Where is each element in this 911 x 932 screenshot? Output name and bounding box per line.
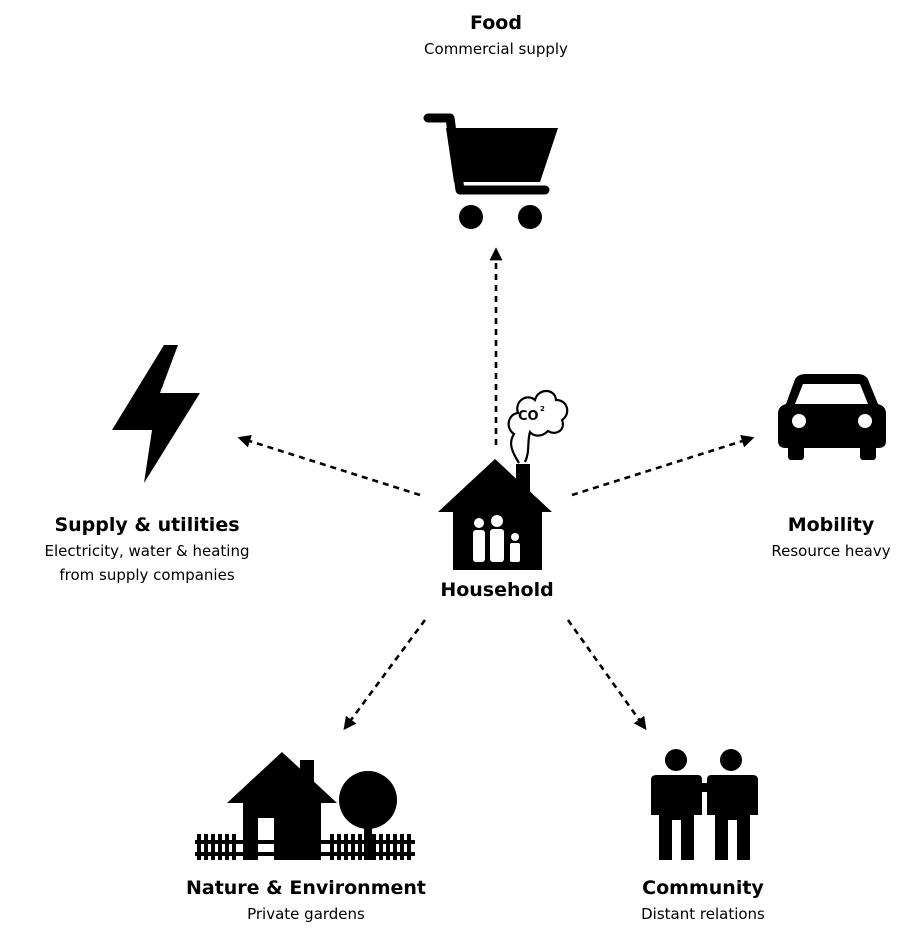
fence-picket [400,834,404,860]
supply-subtitle-line1: Electricity, water & heating [44,542,249,560]
fence-picket [211,834,215,860]
two-people-icon [651,749,758,860]
house-garden-tree-icon [195,752,415,860]
co2-subscript: 2 [540,405,545,413]
fence-pickets [197,834,411,860]
food-subtitle: Commercial supply [424,40,568,58]
fence-picket [344,834,348,860]
fence-picket [393,834,397,860]
fence-picket [218,834,222,860]
co2-label: CO [518,409,539,424]
fence-picket [379,834,383,860]
mobility-title: Mobility [788,514,875,536]
fence-picket [358,834,362,860]
household-title: Household [440,579,553,601]
supply-title: Supply & utilities [54,514,239,536]
fence-picket [365,834,369,860]
community-title: Community [642,877,764,899]
supply-subtitle-line2: from supply companies [59,566,235,584]
house-family-icon [438,459,552,570]
community-node: Community Distant relations [641,749,765,923]
food-title: Food [470,12,522,34]
mobility-subtitle: Resource heavy [771,542,890,560]
smoke-cloud-icon: CO 2 [507,389,569,464]
fence-picket [204,834,208,860]
fence-picket [197,834,201,860]
shopping-cart-icon [423,113,558,229]
arrow-to-supply [237,434,421,497]
nature-title: Nature & Environment [186,877,426,899]
arrow-to-nature [343,619,427,731]
car-icon [778,374,886,460]
supply-node: Supply & utilities Electricity, water & … [44,345,250,584]
mobility-node: Mobility Resource heavy [771,374,891,560]
fence-picket [225,834,229,860]
lightning-bolt-icon [112,345,200,483]
arrow-to-community [566,619,647,731]
fence-picket [372,834,376,860]
fence-icon [195,840,415,856]
fence-picket [351,834,355,860]
nature-node: Nature & Environment Private gardens [186,752,426,923]
fence-picket [330,834,334,860]
fence-picket [386,834,390,860]
arrow-to-mobility [571,434,755,497]
fence-picket [407,834,411,860]
food-node: Food Commercial supply [423,12,568,229]
fence-picket [337,834,341,860]
fence-picket [232,834,236,860]
nature-subtitle: Private gardens [247,905,365,923]
household-node: CO 2 Household [438,389,569,601]
community-subtitle: Distant relations [641,905,765,923]
